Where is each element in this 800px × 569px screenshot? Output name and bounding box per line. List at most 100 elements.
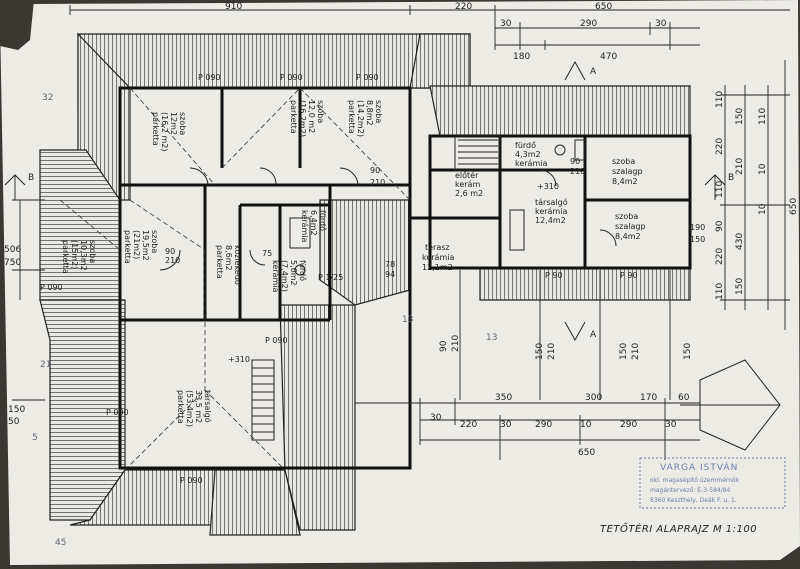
svg-text:parketta: parketta (123, 230, 132, 264)
dim-bottom-4: 60 (678, 393, 690, 403)
section-label-right: B (728, 173, 734, 183)
dim-right-8: 210 (735, 158, 745, 175)
dim-mid-1: 90 (439, 340, 449, 352)
dim-right-10: 150 (735, 278, 745, 295)
svg-text:társalgó: társalgó (535, 197, 568, 207)
door-mark-2: P 090 (280, 73, 303, 82)
dim-right-5: 220 (715, 248, 725, 265)
svg-text:parketta: parketta (347, 100, 356, 134)
stamp-line-3: 8360 Keszthely, Deák F. u. 1. (650, 497, 737, 504)
svg-text:szoba: szoba (178, 112, 187, 135)
room-14: szoba szalagp 8,4m2 (615, 212, 646, 241)
dimension-left (12, 199, 45, 401)
door-mark-7: P 90 (545, 271, 563, 280)
dim-left-3: 150 (8, 405, 25, 415)
dim-top-6: 30 (655, 19, 667, 29)
svg-text:fürdő: fürdő (515, 141, 536, 150)
door-mark-3: P 090 (356, 73, 379, 82)
dim-top-7: 180 (513, 52, 530, 62)
dim-right-11: 110 (758, 108, 768, 125)
room-13: szoba szalagp 8,4m2 (612, 157, 643, 186)
door-mark-4: P 090 (106, 408, 129, 417)
svg-text:előtér: előtér (455, 170, 479, 180)
dim-bottom-9: 10 (580, 420, 592, 430)
bath-fixtures (289, 139, 586, 276)
pencil-note-1: 32 (42, 93, 53, 103)
dimension-top (69, 5, 790, 50)
stamp-name: VARGA ISTVÁN (660, 461, 738, 473)
svg-text:12,0 m2: 12,0 m2 (307, 100, 316, 133)
dim-mid-4: 210 (547, 343, 557, 360)
staircase-main (251, 359, 275, 441)
room-9: társalgó 33,5 m2 (53,4m2) parketta (176, 390, 213, 427)
staircase-right (454, 135, 501, 171)
svg-text:parketta: parketta (176, 390, 185, 424)
dim-bottom-total: 650 (578, 448, 595, 458)
dim-bottom-6: 220 (460, 420, 477, 430)
svg-text:2,6 m2: 2,6 m2 (455, 189, 483, 198)
svg-text:19,5m2: 19,5m2 (141, 230, 150, 261)
svg-text:(14,2m2): (14,2m2) (356, 100, 365, 137)
pencil-note-5: 45 (55, 538, 66, 548)
svg-text:12m2: 12m2 (169, 112, 178, 135)
dim-misc-11: 210 (570, 167, 585, 176)
stamp-box (639, 457, 786, 509)
dim-top-4: 30 (500, 19, 512, 29)
dim-right-1: 110 (715, 91, 725, 108)
svg-text:(7,4m2): (7,4m2) (280, 260, 289, 292)
roof-hatch-center-top (319, 199, 411, 306)
roof-hatch-right-top (429, 85, 691, 137)
wall-outline-main (118, 86, 412, 470)
dim-mid-3: 150 (535, 343, 545, 360)
svg-text:10,3m2: 10,3m2 (79, 240, 88, 271)
room-6: közlekedő 8,6m2 parketta (215, 245, 242, 285)
svg-text:12,4m2: 12,4m2 (535, 216, 566, 225)
door-swings (159, 167, 617, 271)
svg-text:8,6m2: 8,6m2 (224, 245, 233, 271)
svg-text:(15m2): (15m2) (70, 240, 79, 269)
room-8: fürdő 6,4m2 kerámia (300, 210, 327, 242)
svg-text:kerámia: kerámia (535, 207, 567, 216)
dimension-middle (459, 270, 671, 400)
roof-hatch-bottom (69, 469, 216, 526)
section-arrow-top (564, 60, 586, 81)
svg-text:szoba: szoba (316, 100, 325, 123)
dim-misc-10: 90 (570, 157, 580, 166)
room-5: szoba 19,5m2 (21m2) parketta (123, 230, 159, 264)
dim-misc-7: 210 (370, 178, 385, 187)
dim-right-12: 10 (758, 163, 768, 175)
svg-text:parketta: parketta (289, 100, 298, 134)
svg-text:kerámia: kerámia (422, 253, 454, 262)
svg-text:szalagp: szalagp (612, 167, 643, 176)
svg-text:társalgó: társalgó (203, 390, 213, 423)
dim-bottom-8: 290 (535, 420, 552, 430)
dim-bottom-11: 30 (665, 420, 677, 430)
dim-top-3: 650 (595, 2, 612, 12)
dim-left-4: 50 (8, 417, 20, 427)
room-15: terasz kerámia 12,1m2 (422, 243, 454, 272)
svg-text:(53,4m2): (53,4m2) (185, 390, 194, 427)
wall-outline-right (428, 134, 692, 270)
svg-text:fürdő: fürdő (318, 210, 327, 231)
pencil-note-2: 13 (402, 315, 413, 325)
svg-text:szoba: szoba (374, 100, 383, 123)
svg-text:kerámia: kerámia (515, 159, 547, 168)
paper-shadow-corner (0, 0, 34, 50)
dim-top-1: 910 (225, 2, 242, 12)
section-arrow-bottom (564, 321, 586, 342)
dim-right-2: 220 (715, 138, 725, 155)
dimension-bottom (355, 398, 700, 460)
room-7: fürdő 5,6m2 (7,4m2) kerámia (271, 260, 307, 292)
svg-text:8,4m2: 8,4m2 (612, 177, 638, 186)
svg-text:parketta: parketta (215, 245, 224, 279)
svg-text:szoba: szoba (615, 212, 638, 221)
dim-mid-5: 150 (619, 343, 629, 360)
dim-right-3: 110 (715, 181, 725, 198)
roof-hatch-center-valley (279, 304, 356, 531)
dim-right-6: 110 (715, 283, 725, 300)
dim-top-8: 470 (600, 52, 617, 62)
pencil-note-3: 13 (486, 333, 497, 343)
dim-bottom-10: 290 (620, 420, 637, 430)
svg-text:terasz: terasz (425, 243, 450, 252)
svg-text:kerámia: kerámia (300, 210, 309, 242)
